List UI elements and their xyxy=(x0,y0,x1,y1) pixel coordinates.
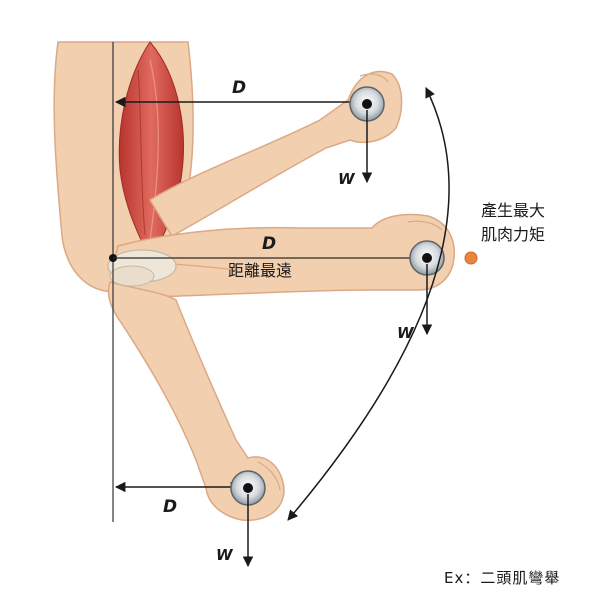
caption: Ex：二頭肌彎舉 xyxy=(444,569,560,587)
max-torque-label-line2: 肌肉力矩 xyxy=(481,225,545,244)
weight-label-bottom: W xyxy=(216,546,234,564)
max-distance-label: 距離最遠 xyxy=(228,261,292,280)
max-torque-marker xyxy=(464,251,478,265)
range-of-motion-arc xyxy=(287,87,450,521)
forearm-lowered xyxy=(107,281,285,521)
weight-label-middle: W xyxy=(397,324,415,342)
max-torque-label-line1: 產生最大 xyxy=(481,201,545,220)
weight-label-top: W xyxy=(338,170,356,188)
distance-label-bottom: D xyxy=(163,497,177,517)
distance-label-middle: D xyxy=(262,234,276,254)
distance-label-top: D xyxy=(232,78,246,98)
